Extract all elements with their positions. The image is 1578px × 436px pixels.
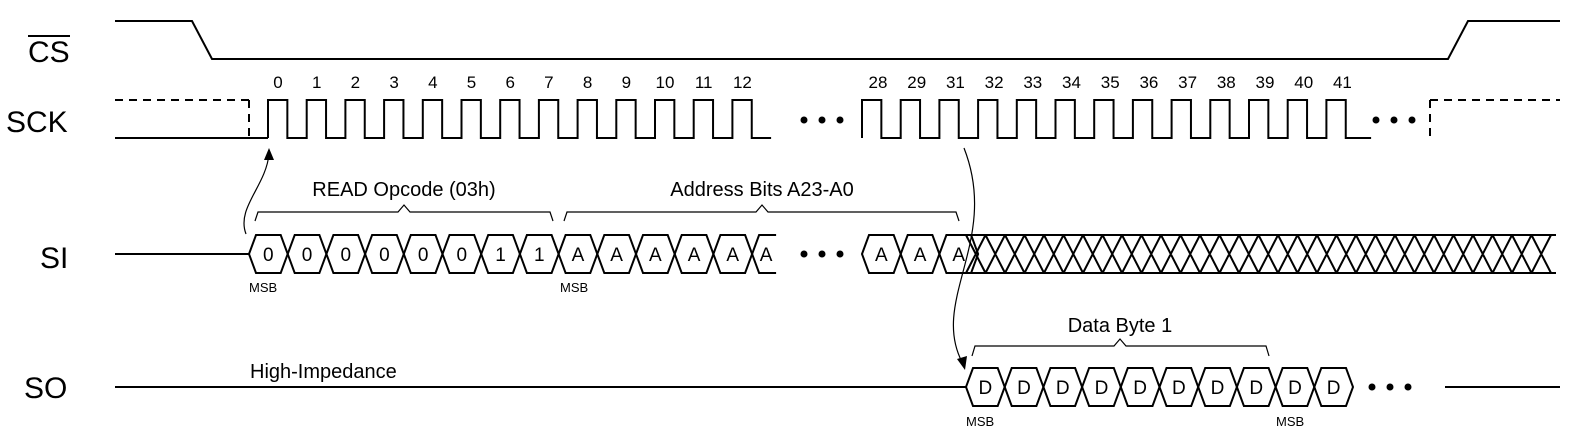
si-address-bit-label: A (572, 245, 585, 266)
si-dont-care (965, 234, 1556, 274)
so-data-bit-label: D (1249, 378, 1263, 399)
si-ellipsis (800, 250, 844, 258)
clock-number: 12 (733, 73, 752, 92)
si-opcode-bit-label: 0 (418, 245, 429, 266)
si-address-bit-label: A (952, 245, 965, 266)
si-opcode-bit-label: 0 (263, 245, 274, 266)
so-label: SO (24, 372, 67, 405)
cs-waveform (115, 20, 1560, 60)
sck-pulses-28-41 (861, 99, 1372, 139)
si-to-sck-arrow (243, 153, 270, 235)
clock-number: 9 (622, 73, 631, 92)
si-address-bit-label: A (649, 245, 662, 266)
clock-number: 8 (583, 73, 592, 92)
si-opcode-bit-label: 0 (379, 245, 390, 266)
si-address-bit-shape (938, 234, 980, 274)
si-address-bit-shape (751, 234, 777, 274)
clock-number: 36 (1139, 73, 1158, 92)
sck-waveform (115, 99, 1560, 139)
address-brace (563, 204, 960, 222)
clock-number: 0 (273, 73, 282, 92)
si-address-bit-label: A (610, 245, 623, 266)
clock-number: 33 (1023, 73, 1042, 92)
clock-number: 31 (946, 73, 965, 92)
so-data-bit-label: D (1327, 378, 1341, 399)
si-address-bit-label: A (760, 245, 773, 266)
so-data-bit-label: D (1172, 378, 1186, 399)
si-opcode-bit-label: 0 (302, 245, 313, 266)
clock-number: 6 (505, 73, 514, 92)
clock-number: 7 (544, 73, 553, 92)
so-data-bit-label: D (978, 378, 992, 399)
so-data-bit-label: D (1133, 378, 1147, 399)
clock-number: 41 (1333, 73, 1352, 92)
si-opcode-bit-label: 1 (534, 245, 545, 266)
opcode-brace (254, 204, 554, 222)
si-opcode-bit-label: 0 (457, 245, 468, 266)
cs-label: CS (28, 36, 70, 69)
clock-number: 2 (351, 73, 360, 92)
so-ellipsis (1368, 383, 1412, 391)
si-address-bit-label: A (875, 245, 888, 266)
si-to-sck-arrowhead (264, 148, 274, 160)
so-data-bit-label: D (1056, 378, 1070, 399)
clock-number: 4 (428, 73, 437, 92)
so-data-bit-shape (1313, 367, 1355, 407)
si-opcode-bit-label: 1 (495, 245, 506, 266)
clock-number: 34 (1062, 73, 1081, 92)
so-data-bit-label: D (1017, 378, 1031, 399)
clock-number: 29 (907, 73, 926, 92)
sck-to-so-arrow (952, 147, 976, 363)
read-opcode-label: READ Opcode (03h) (312, 179, 495, 201)
si-msb-label-2: MSB (560, 280, 588, 295)
sck-ellipsis (800, 116, 1416, 124)
si-label: SI (40, 242, 68, 275)
clock-number: 32 (985, 73, 1004, 92)
si-address-bit-label: A (726, 245, 739, 266)
clock-number: 40 (1294, 73, 1313, 92)
clock-number: 35 (1101, 73, 1120, 92)
clock-number: 37 (1178, 73, 1197, 92)
clock-number: 11 (695, 73, 713, 92)
data-byte-brace (971, 338, 1270, 357)
sck-label: SCK (6, 106, 68, 139)
clock-number: 38 (1217, 73, 1236, 92)
clock-number: 3 (389, 73, 398, 92)
clock-number: 39 (1256, 73, 1275, 92)
so-msb-label-2: MSB (1276, 414, 1304, 429)
so-data-bit-label: D (1211, 378, 1225, 399)
address-bits-label: Address Bits A23-A0 (670, 179, 853, 201)
so-data-bit-label: D (1095, 378, 1109, 399)
clock-number: 10 (656, 73, 675, 92)
so-data-bit-label: D (1288, 378, 1302, 399)
si-address-bit-label: A (688, 245, 701, 266)
si-opcode-bit-label: 0 (340, 245, 351, 266)
sck-to-so-arrowhead (957, 356, 967, 370)
clock-number: 28 (869, 73, 888, 92)
si-dont-care-pattern (965, 234, 1556, 274)
si-msb-label-1: MSB (249, 280, 277, 295)
clock-number: 5 (467, 73, 476, 92)
si-address-bit-label: A (914, 245, 927, 266)
so-msb-label-1: MSB (966, 414, 994, 429)
sck-pulses-0-12 (267, 99, 772, 139)
high-impedance-label: High-Impedance (250, 361, 397, 383)
clock-number: 1 (312, 73, 321, 92)
data-byte-label: Data Byte 1 (1068, 315, 1173, 337)
